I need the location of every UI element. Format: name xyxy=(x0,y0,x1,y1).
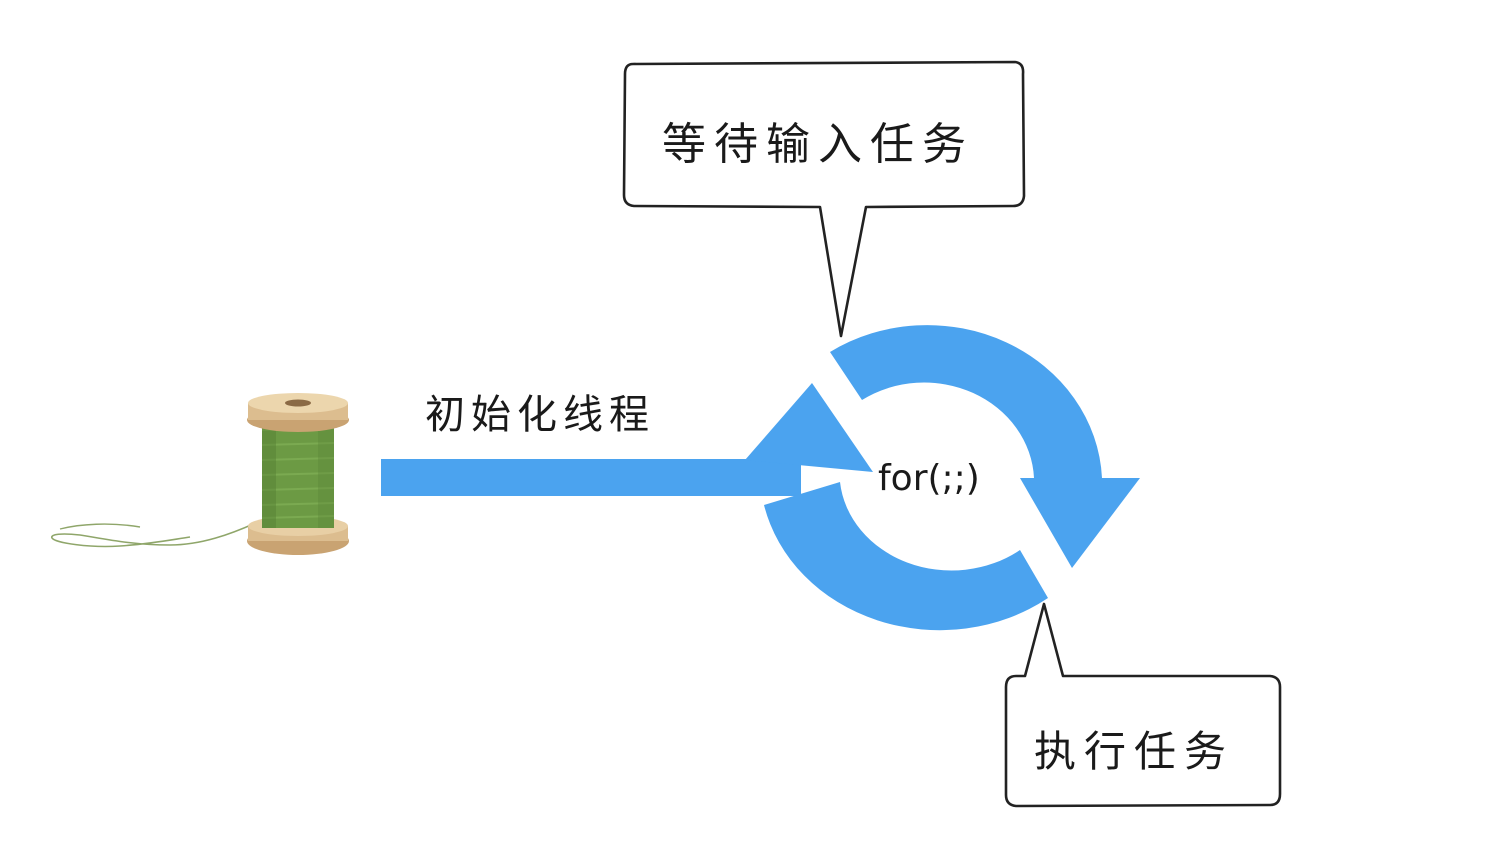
init-thread-label: 初始化线程 xyxy=(425,392,655,438)
wait-input-task-label: 等待输入任务 xyxy=(662,119,974,170)
init-arrow-shaft xyxy=(381,459,801,496)
thread-spool-icon xyxy=(51,393,349,555)
loop-arrows-icon xyxy=(745,325,1140,631)
execute-task-label: 执行任务 xyxy=(1034,727,1235,776)
execute-task-bubble xyxy=(1004,602,1282,808)
loop-label: for(;;) xyxy=(878,458,980,499)
wait-task-bubble xyxy=(622,60,1026,338)
